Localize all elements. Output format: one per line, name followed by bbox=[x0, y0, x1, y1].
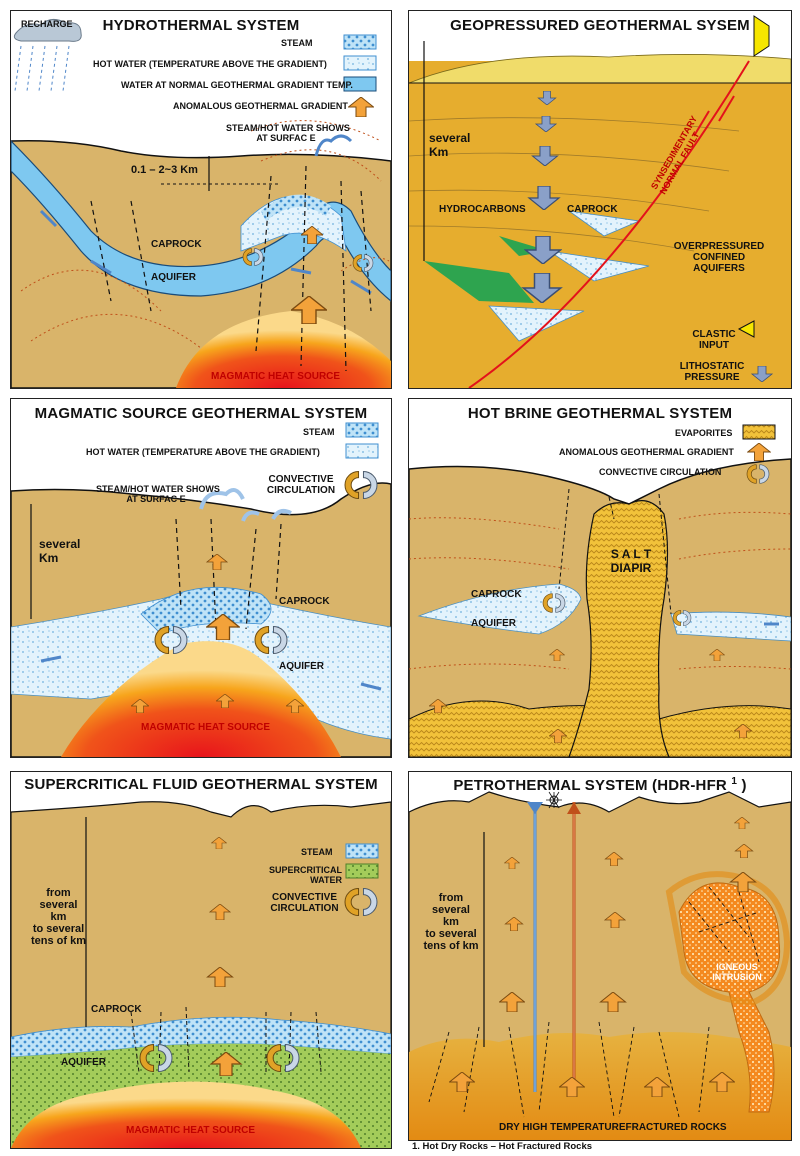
depth-label: 0.1 – 2~3 Km bbox=[131, 164, 198, 176]
caprock-label: CAPROCK bbox=[151, 239, 202, 250]
panel-title: GEOPRESSURED GEOTHERMAL SYSEM bbox=[450, 17, 750, 34]
hydrocarbons-label: HYDROCARBONS bbox=[439, 204, 526, 215]
legend-hot-water: HOT WATER (TEMPERATURE ABOVE THE GRADIEN… bbox=[93, 59, 327, 69]
legend-steam: STEAM bbox=[301, 847, 333, 857]
panel-title: SUPERCRITICAL FLUID GEOTHERMAL SYSTEM bbox=[24, 776, 378, 793]
aquifer-label: AQUIFER bbox=[279, 661, 324, 672]
legend-steam: STEAM bbox=[281, 38, 313, 48]
depth-label: several Km bbox=[429, 131, 471, 159]
depth-label: from several km to several tens of km bbox=[423, 892, 479, 952]
heat-source-label: MAGMATIC HEAT SOURCE bbox=[211, 371, 341, 382]
lithostatic-label: LITHOSTATIC PRESSURE bbox=[679, 361, 745, 383]
legend-anomalous: ANOMALOUS GEOTHERMAL GRADIENT bbox=[559, 447, 734, 457]
supercritical-diagram bbox=[11, 801, 391, 1148]
panel-magmatic: MAGMATIC SOURCE GEOTHERMAL SYSTEM STEAM … bbox=[10, 398, 392, 758]
legend-normal-water: WATER AT NORMAL GEOTHERMAL GRADIENT TEMP… bbox=[121, 80, 353, 90]
shows-label: STEAM/HOT WATER SHOWS AT SURFAC E bbox=[226, 123, 350, 143]
caprock-label: CAPROCK bbox=[91, 1004, 142, 1015]
geopressured-diagram bbox=[409, 11, 791, 388]
panel-supercritical: SUPERCRITICAL FLUID GEOTHERMAL SYSTEM ST… bbox=[10, 771, 392, 1149]
petrothermal-diagram bbox=[409, 791, 791, 1140]
convective-label: CONVECTIVE CIRCULATION bbox=[266, 474, 336, 496]
legend-convective: CONVECTIVE CIRCULATION bbox=[599, 467, 722, 477]
depth-label: from several km to several tens of km bbox=[30, 887, 86, 947]
bottom-label: DRY HIGH TEMPERATUREFRACTURED ROCKS bbox=[499, 1122, 727, 1133]
convective-label: CONVECTIVE CIRCULATION bbox=[270, 892, 339, 914]
panel-title: PETROTHERMAL SYSTEM (HDR-HFR 1 ) bbox=[453, 776, 747, 794]
hydrothermal-diagram bbox=[11, 19, 391, 388]
panel-hotbrine: HOT BRINE GEOTHERMAL SYSTEM EVAPORITES A… bbox=[408, 398, 792, 758]
clastic-label: CLASTIC INPUT bbox=[692, 329, 736, 351]
aquifer-label: AQUIFER bbox=[61, 1057, 106, 1068]
aquifer-label: AQUIFER bbox=[151, 272, 196, 283]
depth-label: several Km bbox=[39, 537, 81, 565]
aquifers-label: OVERPRESSURED CONFINED AQUIFERS bbox=[673, 241, 765, 274]
panel-title: HOT BRINE GEOTHERMAL SYSTEM bbox=[467, 405, 733, 422]
legend-evaporites: EVAPORITES bbox=[675, 428, 733, 438]
heat-source-label: MAGMATIC HEAT SOURCE bbox=[141, 722, 271, 733]
caprock-label: CAPROCK bbox=[471, 589, 522, 600]
aquifer-label: AQUIFER bbox=[471, 618, 516, 629]
panel-hydrothermal: HYDROTHERMAL SYSTEM RECHARGE STEAM HOT W… bbox=[10, 10, 392, 389]
igneous-label: IGNEOUS INTRUSION bbox=[712, 962, 762, 982]
hotbrine-diagram bbox=[409, 424, 791, 757]
footnote: 1. Hot Dry Rocks – Hot Fractured Rocks bbox=[412, 1141, 593, 1152]
panel-title: HYDROTHERMAL SYSTEM bbox=[102, 17, 300, 34]
diapir-label: S A L T DIAPIR bbox=[610, 547, 652, 575]
caprock-label: CAPROCK bbox=[279, 596, 330, 607]
magmatic-diagram bbox=[11, 422, 391, 757]
legend-anomalous: ANOMALOUS GEOTHERMAL GRADIENT bbox=[173, 101, 348, 111]
legend-steam: STEAM bbox=[303, 427, 335, 437]
heat-source-label: MAGMATIC HEAT SOURCE bbox=[126, 1125, 256, 1136]
legend-supercritical: SUPERCRITICAL WATER bbox=[269, 865, 343, 885]
shows-label: STEAM/HOT WATER SHOWS AT SURFAC E bbox=[96, 484, 220, 504]
caprock-label: CAPROCK bbox=[567, 204, 618, 215]
panel-title: MAGMATIC SOURCE GEOTHERMAL SYSTEM bbox=[34, 405, 368, 422]
recharge-label: RECHARGE bbox=[21, 19, 73, 29]
panel-geopressured: GEOPRESSURED GEOTHERMAL SYSEM several Km… bbox=[408, 10, 792, 389]
legend-hot-water: HOT WATER (TEMPERATURE ABOVE THE GRADIEN… bbox=[86, 447, 320, 457]
panel-petrothermal: PETROTHERMAL SYSTEM (HDR-HFR 1 ) from se… bbox=[408, 771, 792, 1141]
